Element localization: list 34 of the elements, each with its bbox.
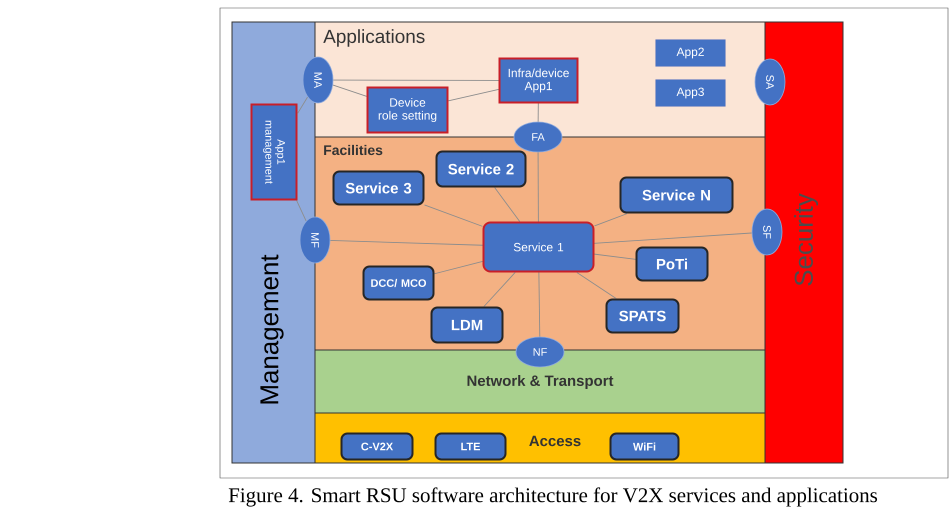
connector-line [332, 84, 367, 97]
service-box: Service 3 [332, 170, 424, 206]
app-box: Infra/device App1 [498, 58, 578, 104]
access-box: WiFi [610, 432, 680, 460]
access-box: LTE [434, 432, 506, 460]
service-box: Service N [620, 176, 734, 214]
connector-line [576, 272, 617, 299]
caption: Figure 4. Smart RSU software architecture for V2X services and applications [228, 487, 878, 507]
connector-line [332, 80, 499, 81]
service-box: PoTi [636, 246, 708, 282]
connector-line [594, 254, 636, 260]
connector-line [484, 272, 516, 307]
service-box: DCC/ MCO [362, 266, 434, 300]
connector-line [594, 213, 628, 226]
service-box: LDM [430, 306, 504, 344]
service-box: Service 2 [436, 150, 526, 188]
connector-line [538, 152, 539, 222]
connector-line [538, 103, 539, 122]
app-box: Device role setting [366, 86, 448, 134]
connector-line [434, 260, 483, 274]
connector-line [297, 96, 308, 114]
app-box: App2 [655, 39, 726, 67]
connector-line [296, 200, 307, 222]
connector-line [330, 240, 483, 246]
app-box: App1 management [250, 104, 298, 200]
access-box: C-V2X [340, 432, 414, 460]
connector-line [538, 272, 540, 338]
connector-line [594, 232, 752, 244]
connector-line [448, 89, 499, 102]
app-box: App3 [655, 79, 726, 107]
connector-line [424, 204, 483, 227]
service-box: SPATS [606, 298, 680, 334]
service-box: Service 1 [482, 222, 594, 272]
connector-line [494, 187, 520, 222]
